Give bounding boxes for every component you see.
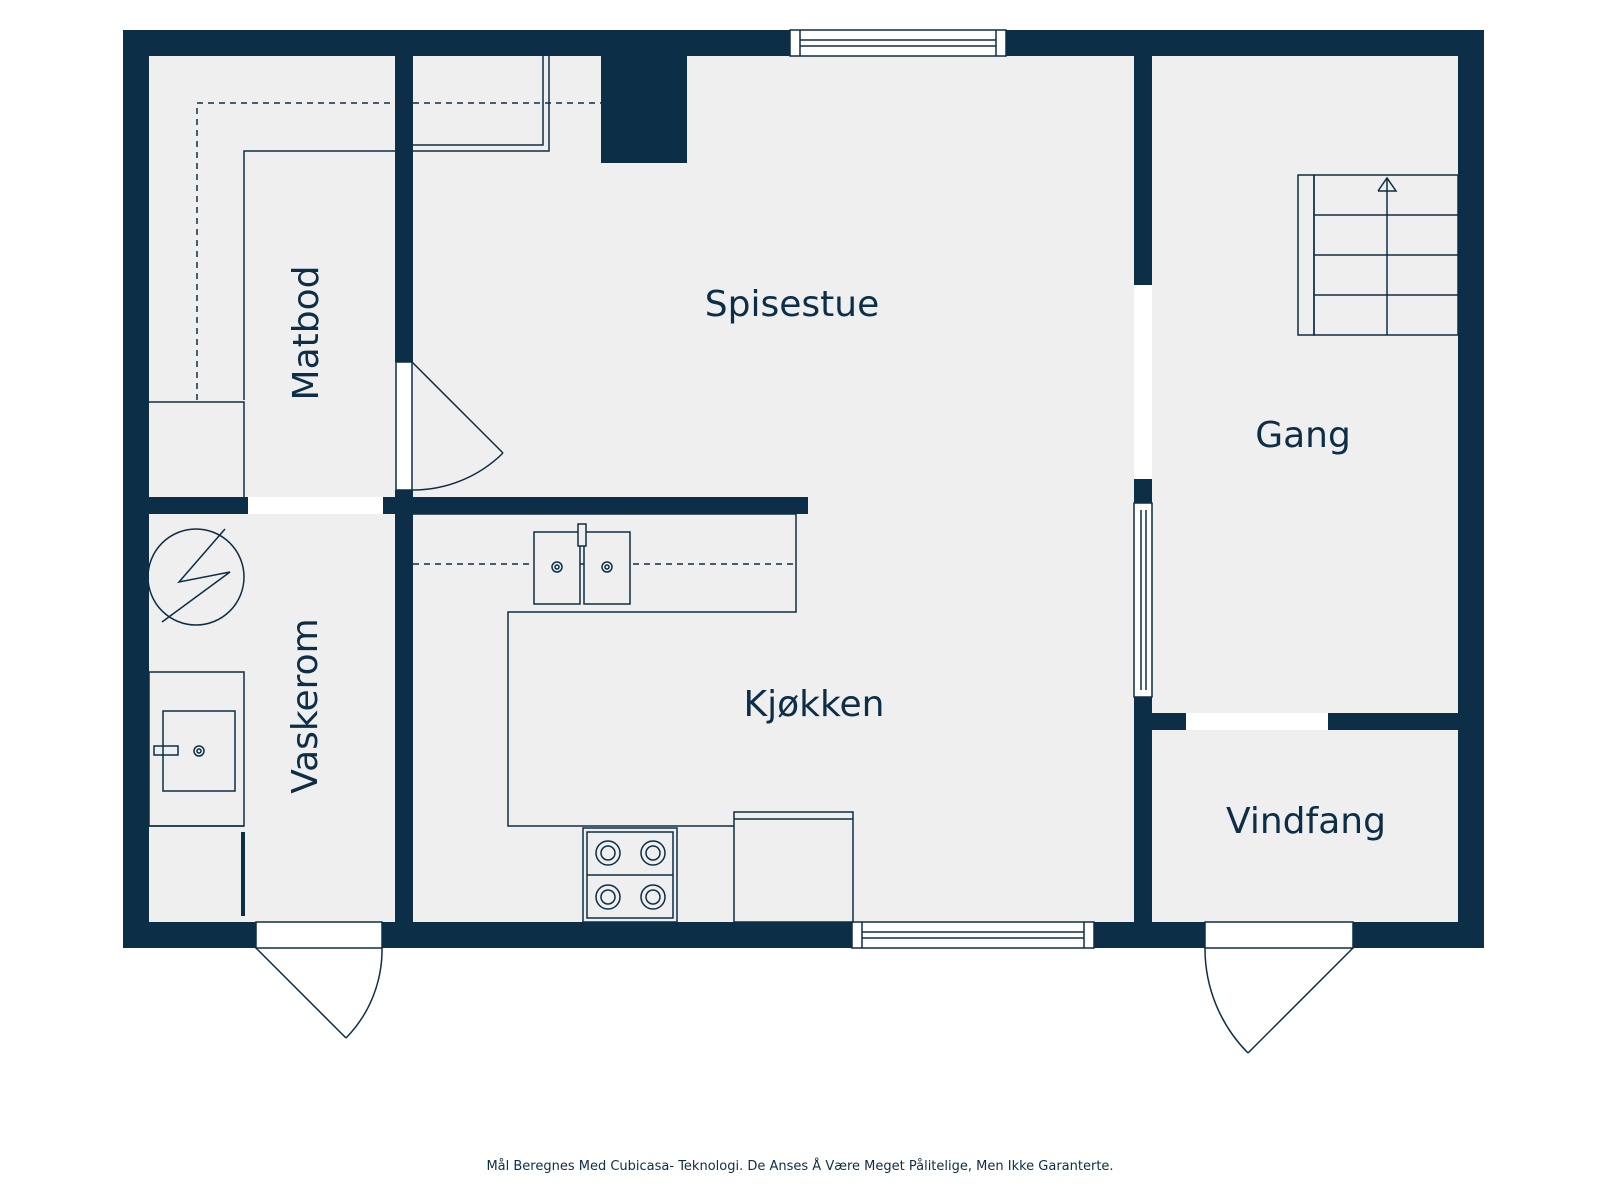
opening-vindfang-door xyxy=(1204,921,1354,949)
wall-gang-upper xyxy=(1134,56,1152,285)
door-vaskerom-exterior xyxy=(255,947,383,1039)
wall-gang-lower xyxy=(1134,697,1152,922)
door-matbod-spisestue xyxy=(395,361,504,491)
wall-spisestue-kjokken xyxy=(395,497,808,514)
opening-spisestue-gang xyxy=(1134,285,1152,479)
room-label-spisestue: Spisestue xyxy=(705,284,879,325)
door-swings xyxy=(255,361,1354,1054)
floor-area xyxy=(149,56,1458,922)
stairs xyxy=(1297,174,1459,336)
room-label-vaskerom: Vaskerom xyxy=(285,618,326,793)
chimney xyxy=(601,56,687,163)
window-bottom xyxy=(851,921,1095,949)
door-openings xyxy=(248,285,1354,949)
spisestue-counter xyxy=(413,56,601,152)
windows xyxy=(789,29,1095,949)
wall-gang-vindfang-right xyxy=(1328,713,1458,730)
interior-walls xyxy=(149,56,1458,922)
wall-gang-mid xyxy=(1134,479,1152,503)
matbod-shelving xyxy=(149,102,395,497)
opening-vaskerom-door xyxy=(255,921,383,949)
electrical-panel-icon xyxy=(147,528,245,626)
fixtures xyxy=(147,56,1459,923)
wall-matbod-spisestue-upper xyxy=(395,56,413,362)
measurement-disclaimer: Mål Beregnes Med Cubicasa- Teknologi. De… xyxy=(486,1159,1114,1174)
fridge-icon xyxy=(733,811,854,923)
wall-matbod-spisestue-lower xyxy=(395,490,413,922)
opening-gang-vindfang xyxy=(1186,713,1328,730)
kitchen-sink-icon xyxy=(533,523,631,605)
vaskerom-closet xyxy=(149,825,245,916)
room-label-gang: Gang xyxy=(1255,415,1351,456)
room-label-vindfang: Vindfang xyxy=(1226,801,1386,842)
wall-gang-vindfang-left xyxy=(1134,713,1186,730)
door-vindfang-exterior xyxy=(1204,947,1354,1054)
wall-matbod-vaskerom-left xyxy=(149,497,248,514)
stairs-arrow-icon xyxy=(1377,176,1398,192)
stove-icon xyxy=(582,827,678,923)
room-label-kjokken: Kjøkken xyxy=(743,684,884,725)
window-top xyxy=(789,29,1007,57)
sliding-door xyxy=(1133,502,1153,698)
opening-matbod-vaskerom xyxy=(248,497,383,514)
room-label-matbod: Matbod xyxy=(286,266,327,401)
